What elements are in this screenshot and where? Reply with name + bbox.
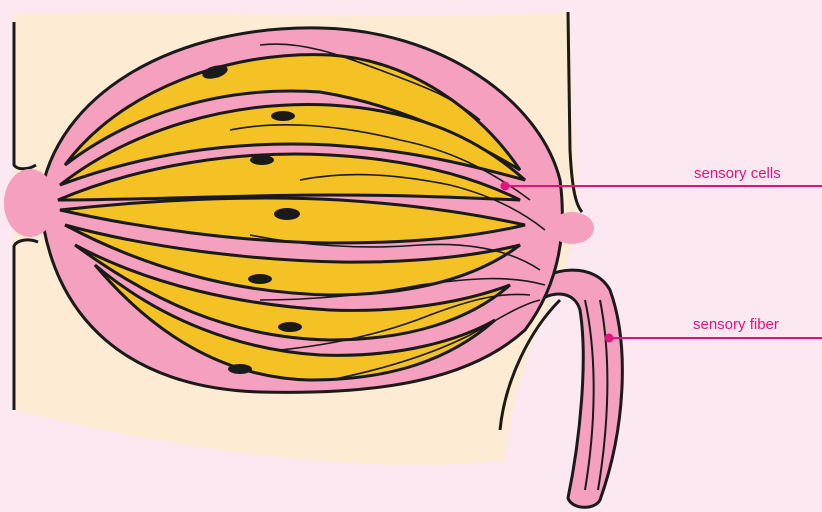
nucleus xyxy=(278,322,302,332)
leader-dot-sensory-cells xyxy=(502,183,509,190)
nucleus xyxy=(248,274,272,284)
leader-dot-sensory-fiber xyxy=(606,335,613,342)
nucleus xyxy=(228,364,252,374)
capsule-end-right xyxy=(550,212,594,244)
capsule-end-left xyxy=(4,169,56,237)
label-sensory-cells: sensory cells xyxy=(694,165,781,182)
nucleus xyxy=(271,111,295,121)
nucleus xyxy=(274,208,300,220)
nucleus xyxy=(250,155,274,165)
label-sensory-fiber: sensory fiber xyxy=(693,316,779,333)
